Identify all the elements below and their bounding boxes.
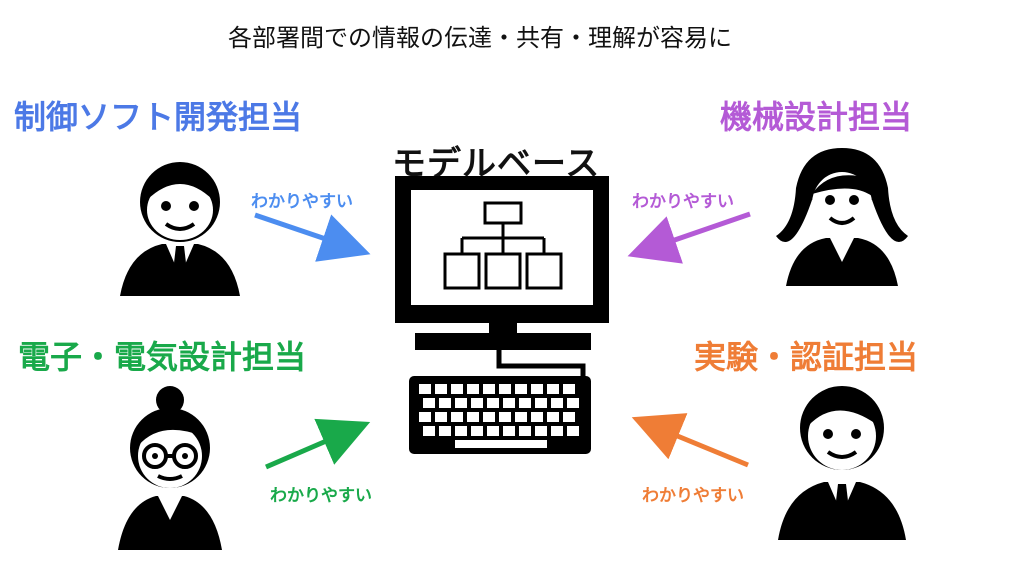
keyboard-key	[439, 398, 451, 408]
keyboard-space-bar	[455, 440, 547, 448]
keyboard-key	[423, 426, 435, 436]
keyboard-key	[547, 384, 559, 394]
keyboard-key	[419, 412, 431, 422]
keyboard-key	[499, 412, 511, 422]
role-label-mechanical-design: 機械設計担当	[720, 98, 913, 136]
keyboard-key	[531, 412, 543, 422]
keyboard-key	[451, 384, 463, 394]
arrow-top-left	[254, 212, 371, 262]
keyboard-key	[519, 398, 531, 408]
person-electrical-design-icon	[118, 386, 222, 550]
keyboard-key	[567, 426, 579, 436]
keyboard-key	[467, 384, 479, 394]
keyboard-key	[483, 412, 495, 422]
keyboard-key	[455, 398, 467, 408]
person-control-software-icon	[120, 162, 240, 296]
keyboard-key	[551, 398, 563, 408]
keyboard-icon	[409, 376, 591, 454]
keyboard-key	[499, 384, 511, 394]
page-title: 各部署間での情報の伝達・共有・理解が容易に	[228, 24, 732, 52]
computer-icon	[395, 176, 609, 454]
keyboard-key	[551, 426, 563, 436]
keyboard-key	[535, 398, 547, 408]
keyboard-key	[419, 384, 431, 394]
note-bottom-left: わかりやすい	[270, 486, 372, 506]
keyboard-key	[483, 384, 495, 394]
keyboard-key	[435, 412, 447, 422]
keyboard-key	[519, 426, 531, 436]
keyboard-key	[563, 412, 575, 422]
keyboard-key	[515, 384, 527, 394]
keyboard-key	[531, 384, 543, 394]
keyboard-key	[503, 398, 515, 408]
note-top-right: わかりやすい	[632, 192, 734, 212]
keyboard-key	[547, 412, 559, 422]
keyboard-key	[567, 398, 579, 408]
keyboard-key	[563, 384, 575, 394]
keyboard-key	[423, 398, 435, 408]
org-chart-icon	[443, 201, 563, 290]
keyboard-key	[515, 412, 527, 422]
keyboard-key	[471, 426, 483, 436]
keyboard-key	[451, 412, 463, 422]
person-testing-certification-icon	[778, 386, 906, 540]
role-label-testing-certification: 実験・認証担当	[694, 338, 919, 376]
keyboard-key	[439, 426, 451, 436]
keyboard-key	[467, 412, 479, 422]
arrow-top-right	[627, 211, 751, 264]
person-mechanical-design-icon	[776, 148, 908, 286]
keyboard-key	[535, 426, 547, 436]
keyboard-key	[487, 398, 499, 408]
keyboard-key	[471, 398, 483, 408]
note-top-left: わかりやすい	[251, 192, 353, 212]
arrow-bottom-left	[265, 418, 371, 470]
role-label-electrical-design: 電子・電気設計担当	[18, 338, 307, 376]
arrow-bottom-right	[631, 413, 749, 468]
keyboard-key	[435, 384, 447, 394]
role-label-control-software: 制御ソフト開発担当	[14, 98, 303, 136]
keyboard-key	[455, 426, 467, 436]
keyboard-key	[487, 426, 499, 436]
note-bottom-right: わかりやすい	[642, 486, 744, 506]
keyboard-key	[503, 426, 515, 436]
